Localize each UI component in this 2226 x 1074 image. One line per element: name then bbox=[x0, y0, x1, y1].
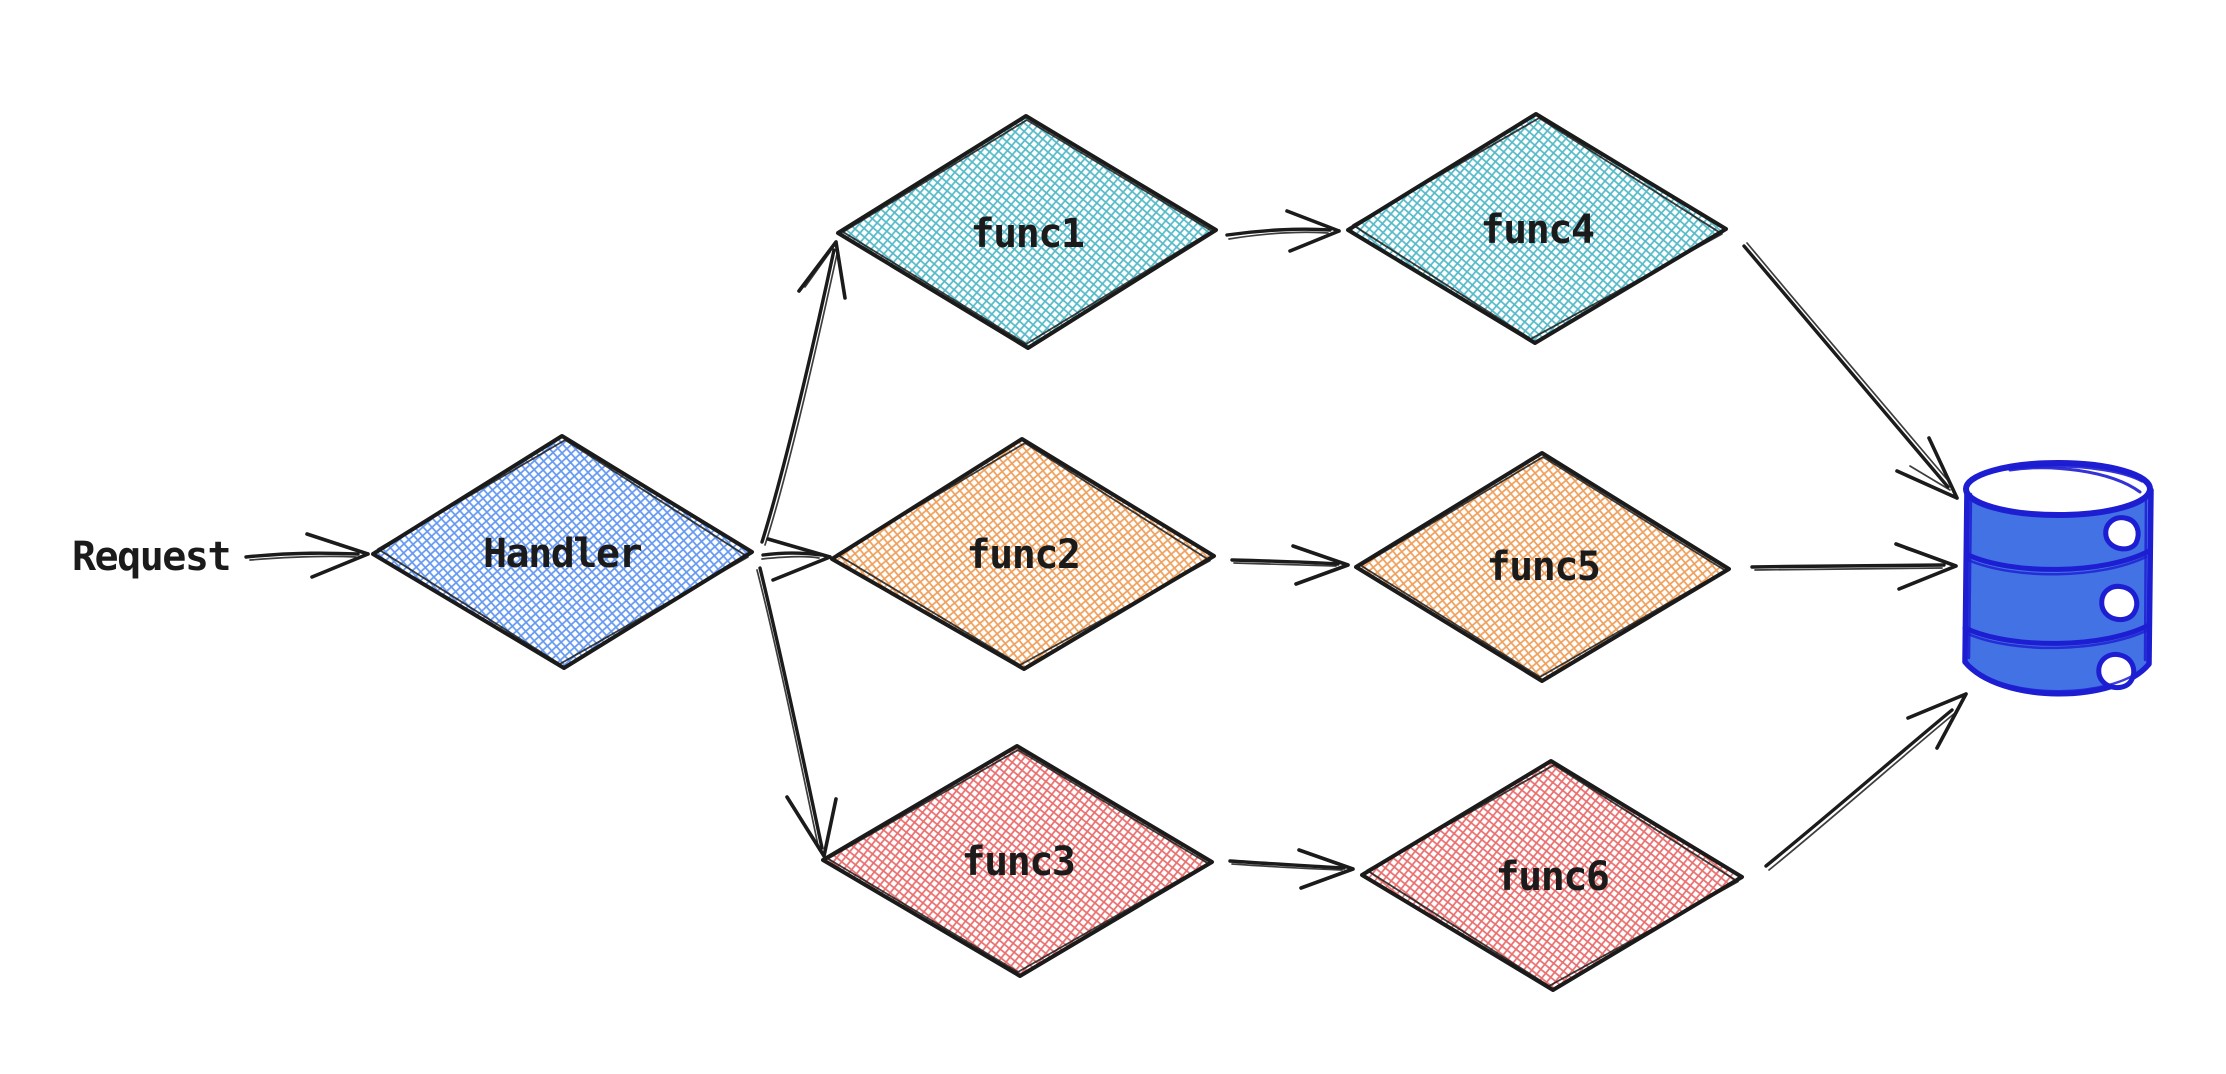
edge-handler-func3 bbox=[756, 566, 838, 858]
edge-handler-func2 bbox=[761, 537, 832, 582]
node-func4: func4 bbox=[1346, 112, 1728, 345]
func6-label: func6 bbox=[1496, 854, 1609, 900]
func2-label: func2 bbox=[967, 532, 1080, 578]
node-request-label: Request bbox=[72, 534, 232, 580]
node-handler: Handler bbox=[371, 434, 754, 670]
edge-func2-func5 bbox=[1230, 544, 1350, 586]
node-func2: func2 bbox=[830, 437, 1216, 671]
handler-label: Handler bbox=[483, 531, 641, 577]
edge-func4-database bbox=[1742, 242, 1959, 500]
edge-func1-func4 bbox=[1225, 209, 1341, 253]
request-text: Request bbox=[72, 534, 230, 580]
func3-label: func3 bbox=[962, 839, 1075, 885]
func1-label: func1 bbox=[971, 211, 1084, 257]
node-func1: func1 bbox=[836, 114, 1218, 350]
node-func6: func6 bbox=[1360, 759, 1744, 992]
edge-request-handler bbox=[244, 532, 370, 579]
database-icon bbox=[1962, 460, 2154, 697]
edge-func5-database bbox=[1750, 542, 1958, 591]
edge-func3-func6 bbox=[1228, 848, 1355, 890]
edge-func6-database bbox=[1764, 692, 1968, 871]
func4-label: func4 bbox=[1481, 207, 1594, 253]
func5-label: func5 bbox=[1487, 544, 1600, 590]
node-func5: func5 bbox=[1354, 451, 1731, 683]
node-func3: func3 bbox=[821, 744, 1214, 978]
edge-handler-func1 bbox=[760, 240, 847, 546]
